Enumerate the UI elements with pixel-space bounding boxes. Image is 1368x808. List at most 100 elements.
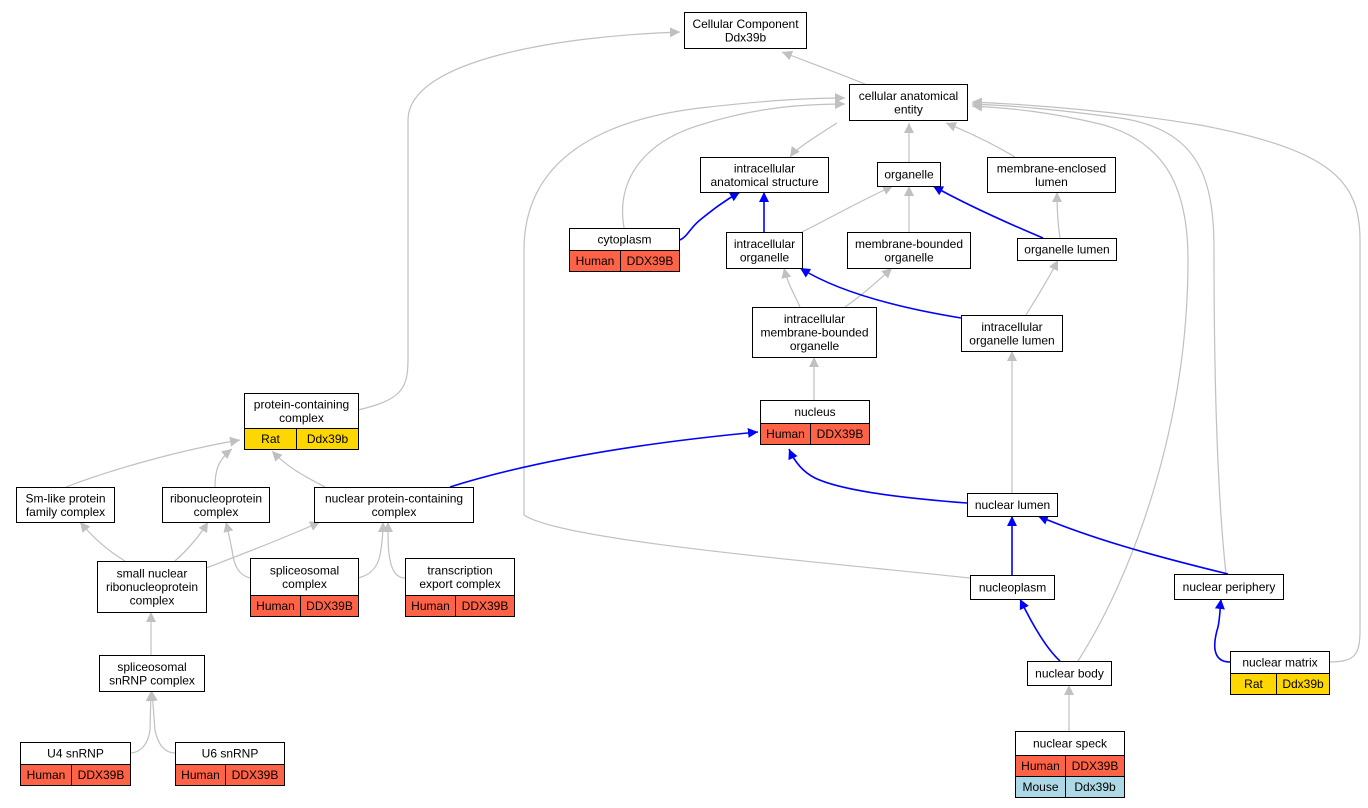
edge-nbody-to-nucleoplasm xyxy=(1019,598,1061,662)
node-box xyxy=(97,561,207,613)
node-nucleoplasm[interactable]: nucleoplasm xyxy=(970,575,1055,600)
node-label: nuclear protein-containing xyxy=(325,491,463,505)
node-label: nuclear periphery xyxy=(1183,580,1276,594)
node-label: nuclear body xyxy=(1035,667,1104,681)
node-label: membrane-bounded xyxy=(855,237,963,251)
node-label: complex xyxy=(130,594,175,608)
node-nbody[interactable]: nuclear body xyxy=(1027,661,1112,686)
node-label: cytoplasm xyxy=(597,233,651,247)
node-box xyxy=(970,575,1055,600)
node-box xyxy=(244,393,359,429)
edge-nperiph-to-cae xyxy=(971,99,1227,575)
node-box xyxy=(847,232,971,269)
edge-nlumen-to-nucleus xyxy=(788,448,968,504)
node-label: transcription xyxy=(427,563,492,577)
node-label: nuclear speck xyxy=(1033,737,1108,751)
gene-label: DDX39B xyxy=(1072,759,1119,773)
gene-cell xyxy=(71,764,131,786)
node-label: nuclear lumen xyxy=(975,498,1050,512)
edge-cytoplasm-to-cae xyxy=(622,99,846,229)
node-box xyxy=(16,487,115,523)
node-label: organelle lumen xyxy=(969,333,1054,347)
species-label: Human xyxy=(576,254,615,268)
edge-nbody-to-cae xyxy=(971,101,1189,662)
node-label: nucleoplasm xyxy=(979,581,1046,595)
node-nlumen[interactable]: nuclear lumen xyxy=(967,493,1058,517)
species-label: Human xyxy=(27,768,66,782)
edge-u4-to-ssnrnp xyxy=(129,690,156,754)
edge-snrnp-to-smlike xyxy=(79,521,126,562)
annotation-row: Human DDX39B xyxy=(405,595,515,617)
node-box xyxy=(700,157,829,193)
gene-label: DDX39B xyxy=(817,427,864,441)
node-box xyxy=(99,655,205,692)
edge-cae-to-root xyxy=(781,50,866,85)
node-label: export complex xyxy=(419,577,500,591)
edge-npcc-to-nucleus xyxy=(449,427,759,488)
species-label: Human xyxy=(766,427,805,441)
gene-label: Ddx39b xyxy=(307,432,349,446)
gene-label: DDX39B xyxy=(462,599,509,613)
node-box xyxy=(405,558,515,596)
node-organelle[interactable]: organelle xyxy=(877,162,941,187)
edge-smlike-to-pcc xyxy=(65,436,241,488)
edge-nucleoplasm-to-cae xyxy=(523,93,971,579)
node-label: snRNP complex xyxy=(109,673,195,687)
node-label: intracellular xyxy=(734,237,795,251)
species-label: Rat xyxy=(1244,677,1263,691)
node-label: membrane-bounded xyxy=(760,326,868,340)
gene-label: DDX39B xyxy=(232,768,279,782)
node-label: Ddx39b xyxy=(725,30,767,44)
species-label: Human xyxy=(256,599,295,613)
edge-ias-to-cae xyxy=(789,122,838,158)
node-label: small nuclear xyxy=(117,567,188,581)
node-box xyxy=(987,157,1116,193)
gene-label: DDX39B xyxy=(306,599,353,613)
edges-layer xyxy=(65,27,1361,754)
species-label: Human xyxy=(411,599,450,613)
species-label: Mouse xyxy=(1022,780,1058,794)
edge-iol-to-ol xyxy=(1025,259,1059,316)
node-label: complex xyxy=(279,411,324,425)
species-label: Rat xyxy=(261,432,280,446)
annotation-row: Rat Ddx39b xyxy=(244,428,359,450)
node-label: anatomical structure xyxy=(710,175,818,189)
node-box xyxy=(1174,574,1284,600)
node-box xyxy=(162,487,270,523)
node-box xyxy=(849,84,968,121)
node-nperiph[interactable]: nuclear periphery xyxy=(1174,574,1284,600)
node-label: Cellular Component xyxy=(692,17,799,31)
edge-snrnp-to-npcc xyxy=(205,521,321,569)
node-ol[interactable]: organelle lumen xyxy=(1017,238,1117,261)
node-label: nucleus xyxy=(794,405,835,419)
edge-nperiph-to-nlumen xyxy=(1037,515,1229,575)
